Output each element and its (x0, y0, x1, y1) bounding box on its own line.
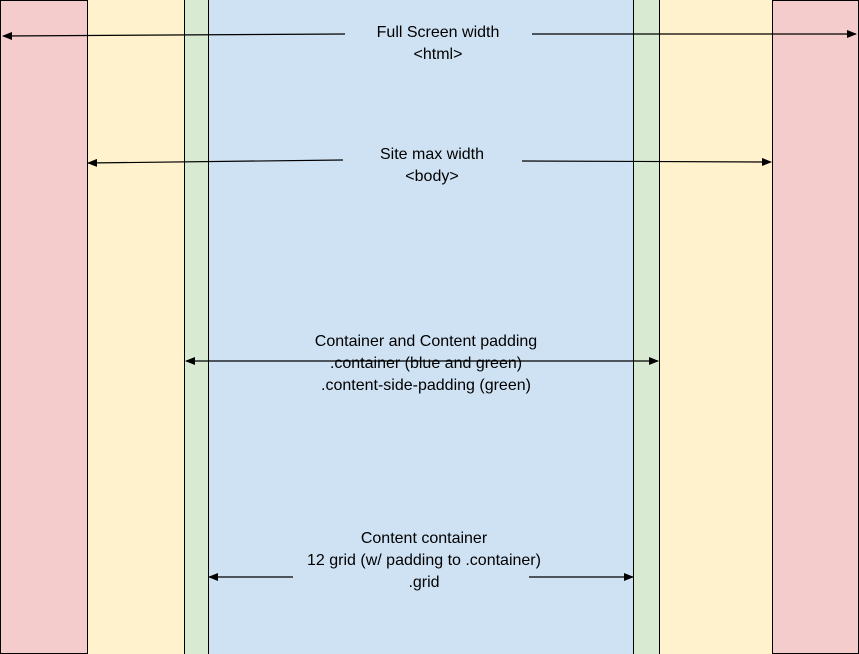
content-container-title: Content container (360, 530, 488, 547)
content-side-padding-class: .content-side-padding (green) (321, 377, 531, 394)
site-max-title: Site max width (379, 146, 485, 163)
container-label: Container and Content padding .container… (276, 331, 576, 397)
full-screen-title: Full Screen width (376, 24, 500, 41)
site-max-tag: <body> (405, 168, 459, 185)
grid-class: .grid (408, 574, 440, 591)
site-max-label: Site max width <body> (332, 144, 532, 188)
full-screen-label: Full Screen width <html> (338, 22, 538, 66)
site-max-arrow-left (87, 158, 344, 167)
container-class: .container (blue and green) (329, 355, 523, 372)
full-screen-arrow-left (2, 31, 346, 40)
full-screen-tag: <html> (413, 46, 463, 63)
grid-band (208, 0, 634, 654)
container-title: Container and Content padding (314, 333, 538, 350)
site-max-arrow-right (521, 157, 772, 166)
content-container-label: Content container 12 grid (w/ padding to… (274, 528, 574, 594)
content-grid-description: 12 grid (w/ padding to .container) (307, 552, 541, 569)
